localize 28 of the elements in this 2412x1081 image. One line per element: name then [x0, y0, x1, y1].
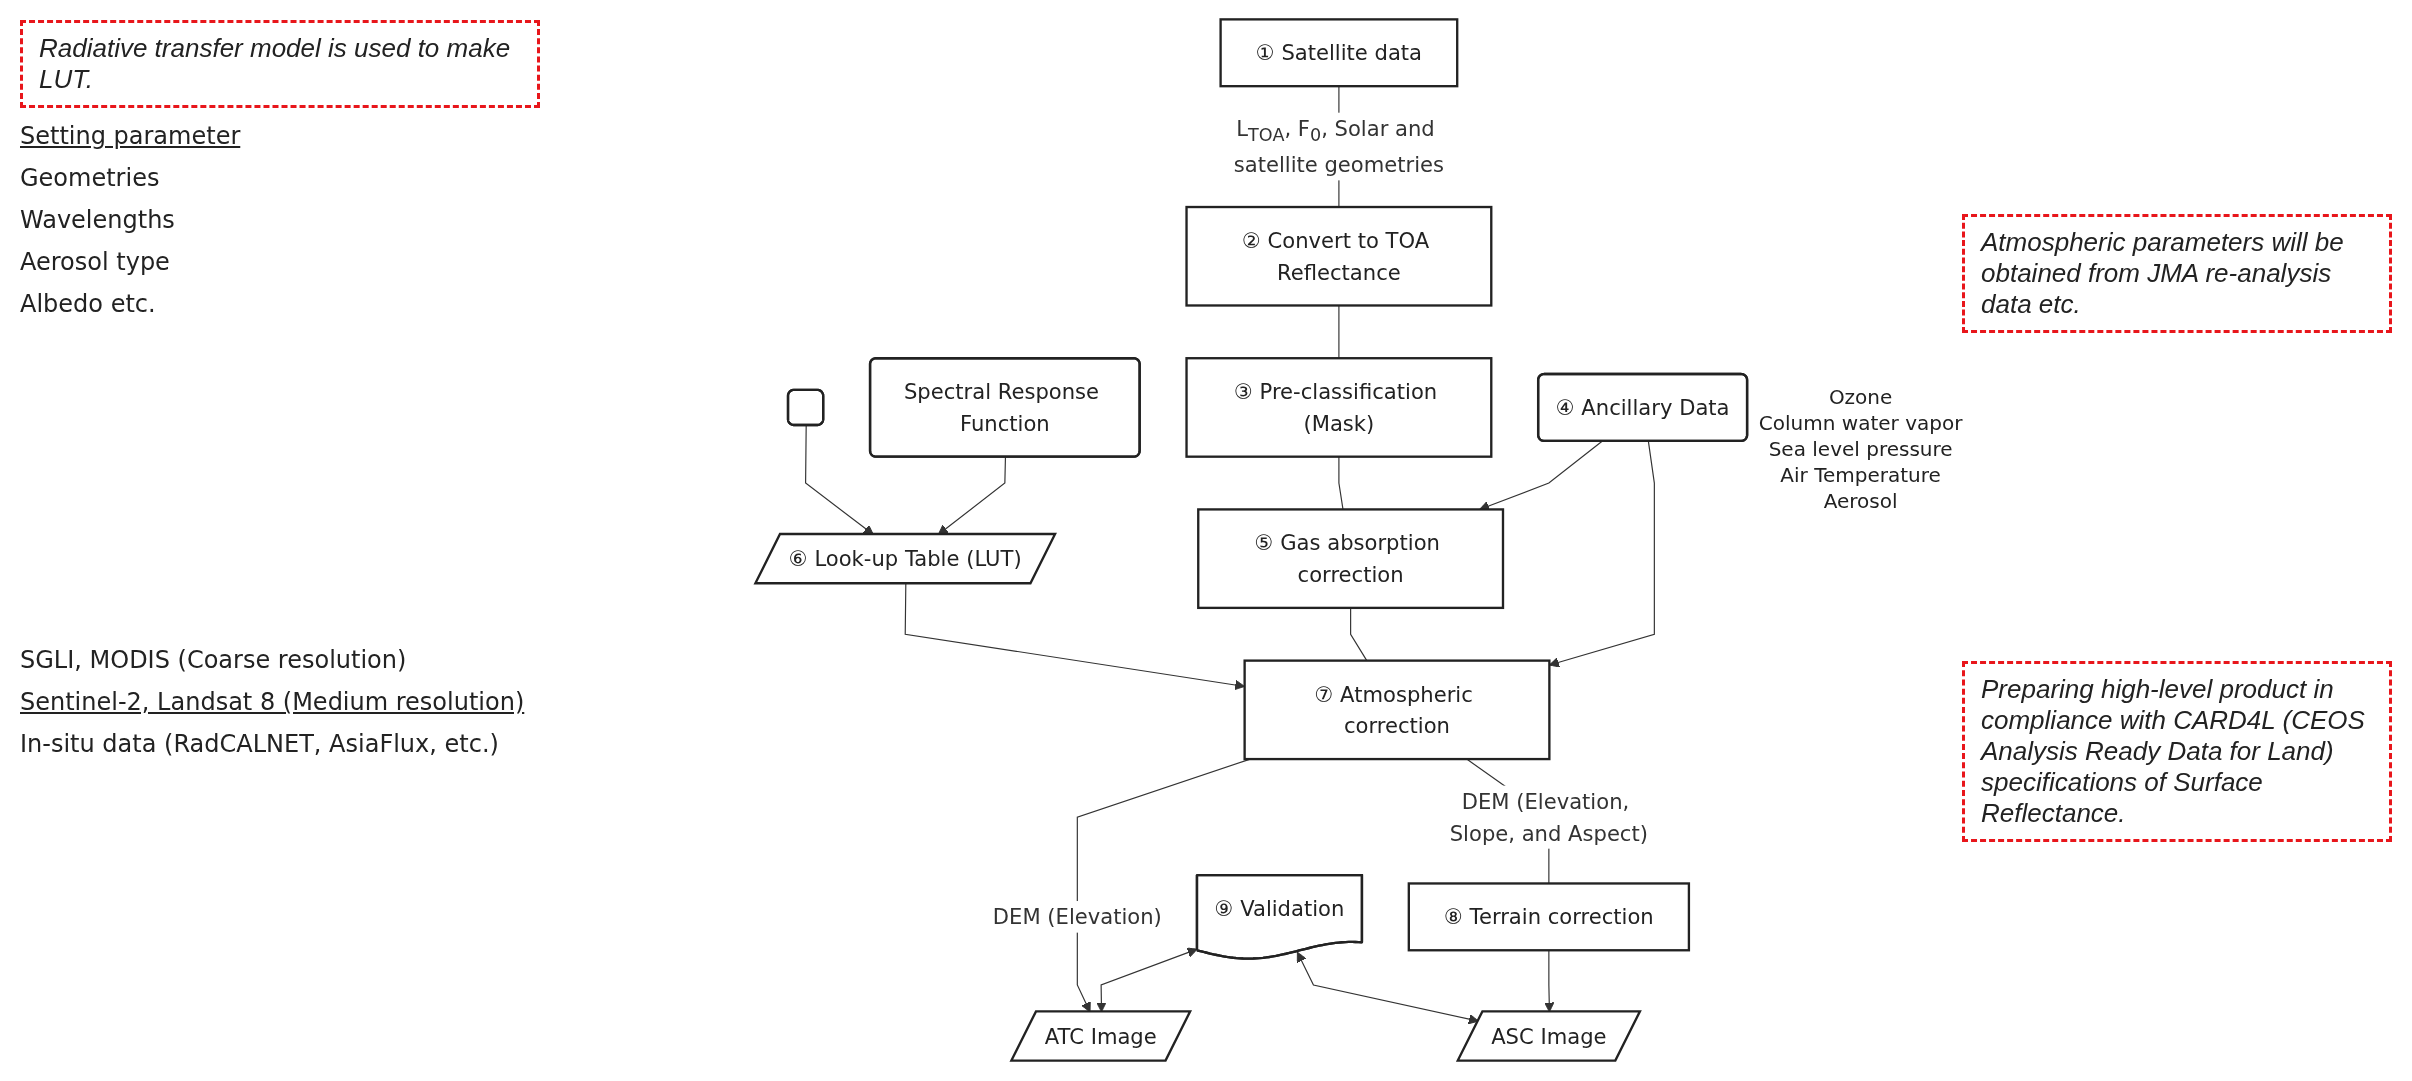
- connector: [1338, 456, 1344, 510]
- node-box: ③ Pre-classification (Mask): [1185, 357, 1493, 458]
- beside-text: Ozone: [1827, 384, 1894, 411]
- label-text: Sentinel-2, Landsat 8 (Medium resolution): [20, 688, 526, 716]
- node-box: ⑧ Terrain correction: [1407, 882, 1690, 952]
- note-box: Atmospheric parameters will be obtained from JMA re-analysis data etc.: [1962, 214, 2392, 333]
- label-text: Albedo etc.: [20, 290, 157, 318]
- arrow: [1296, 951, 1479, 1025]
- beside-text: Aerosol: [1822, 488, 1899, 515]
- node-box: ② Convert to TOA Reflectance: [1185, 205, 1493, 307]
- node-box: ① Satellite data: [1219, 18, 1459, 88]
- edge-label: DEM (Elevation): [992, 904, 1162, 930]
- node-box: ⑦ Atmospheric correction: [1243, 659, 1551, 761]
- label-text: Geometries: [20, 164, 161, 192]
- beside-text: Column water vapor: [1758, 410, 1963, 437]
- arrow: [904, 583, 1245, 691]
- beside-text: Sea level pressure: [1767, 436, 1954, 463]
- edge-label: DEM (Elevation, Slope, and Aspect): [1449, 788, 1648, 846]
- note-box: Preparing high-level product in compliance with CARD4L (CEOS Analysis Ready Data for Land) specifications of Surface Reflectance.: [1962, 661, 2392, 842]
- label-text: Wavelengths: [20, 206, 176, 234]
- note-box: Radiative transfer model is used to make LUT.: [20, 20, 540, 108]
- label-text: SGLI, MODIS (Coarse resolution): [20, 646, 408, 674]
- edge-label: L$_{TOA}$, F$_{0}$, Solar and satellite geometries: [1233, 116, 1444, 178]
- label-text: In-situ data (RadCALNET, AsiaFlux, etc.): [20, 730, 500, 758]
- label-text: Setting parameter: [20, 122, 242, 150]
- label-text: Aerosol type: [20, 248, 171, 276]
- node-box: ⑤ Gas absorption correction: [1196, 508, 1504, 610]
- beside-text: Air Temperature: [1779, 462, 1942, 489]
